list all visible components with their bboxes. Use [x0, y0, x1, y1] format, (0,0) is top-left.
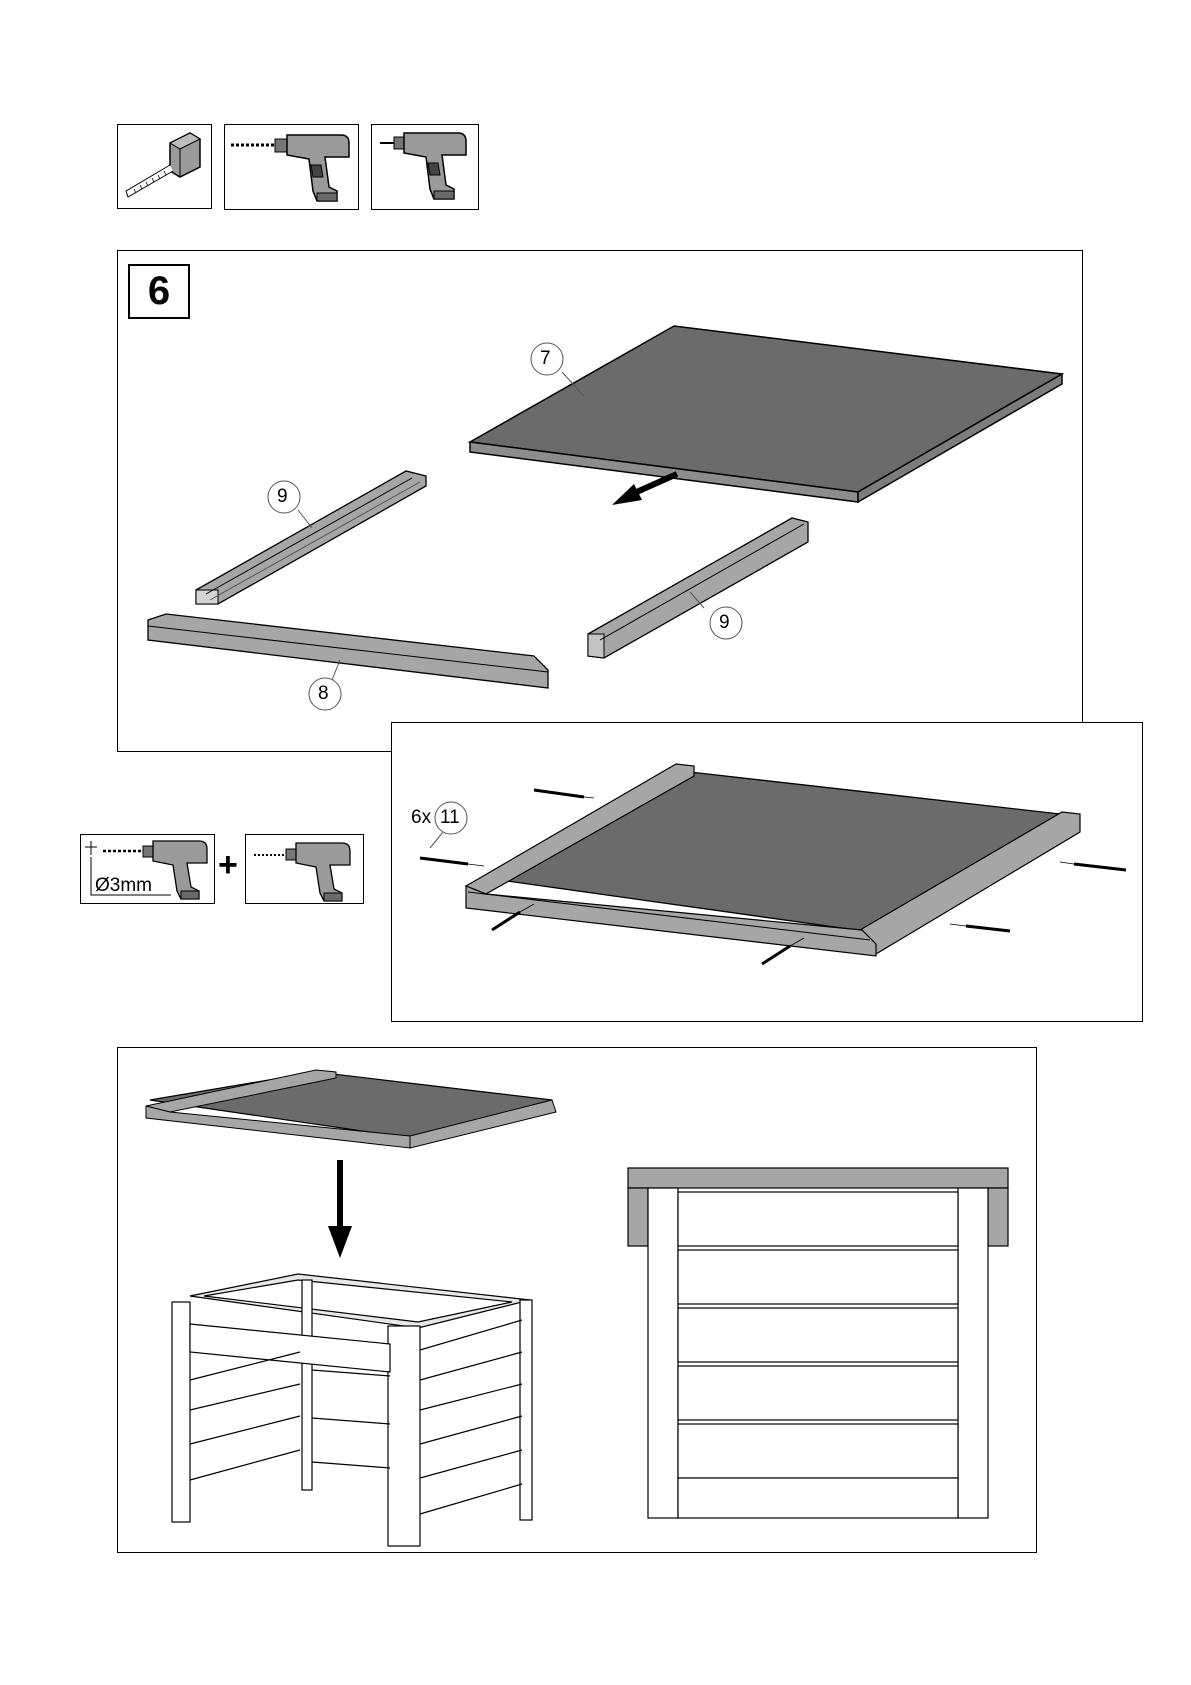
- tool-tape-measure: [117, 124, 212, 209]
- part-label-9-left: 9: [277, 486, 288, 508]
- part-label-7: 7: [540, 348, 551, 370]
- screw-assembly-frame: [391, 722, 1143, 1022]
- plus-sign: +: [218, 846, 238, 885]
- step-number: 6: [128, 264, 190, 319]
- tool-drill-with-bit: [224, 124, 359, 210]
- screw-part-label: 11: [440, 807, 460, 829]
- step-frame: [117, 250, 1083, 752]
- tool-screw-driver: [245, 834, 364, 904]
- drill-bit-icon: [225, 125, 360, 211]
- part-label-8: 8: [318, 683, 329, 705]
- tool-screwdriver-drill: [371, 124, 479, 210]
- tool-predrill: Ø3mm: [80, 834, 215, 904]
- placement-frame: [117, 1047, 1037, 1553]
- screwdriver-drill-icon: [372, 125, 480, 211]
- screw-count-label: 6x: [411, 807, 431, 829]
- screw-driver-icon: [246, 835, 365, 905]
- tape-measure-icon: [118, 125, 213, 210]
- part-label-9-right: 9: [719, 612, 730, 634]
- drill-diameter-label: Ø3mm: [95, 875, 152, 897]
